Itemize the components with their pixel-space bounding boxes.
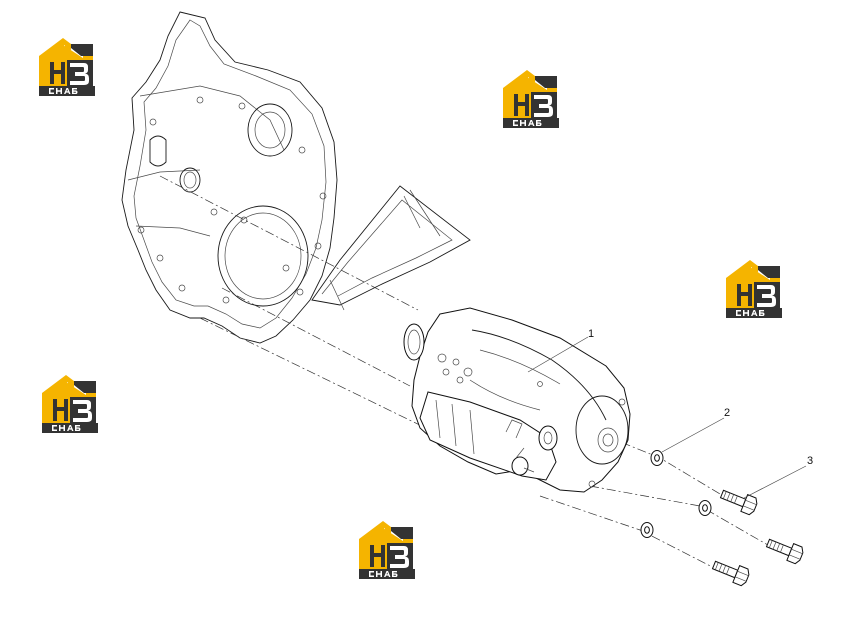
starter-motor: [403, 307, 631, 493]
washer-lower: [640, 522, 654, 538]
washer-middle: [698, 500, 712, 516]
watermark-logo: [42, 375, 98, 433]
washer-upper: [650, 450, 664, 466]
flywheel-housing: [121, 11, 471, 344]
watermark-logo: [726, 260, 782, 318]
watermark-logo: [359, 521, 415, 579]
bolt-lower: [710, 556, 752, 588]
bolt-middle: [764, 534, 806, 566]
bolt-upper: [718, 485, 760, 517]
callout-3: 3: [807, 455, 813, 467]
watermark-logo: [503, 70, 559, 128]
callout-1: 1: [588, 328, 594, 340]
leader-lines: [527, 336, 807, 499]
watermark-logo: [39, 38, 95, 96]
callout-2: 2: [724, 407, 730, 419]
